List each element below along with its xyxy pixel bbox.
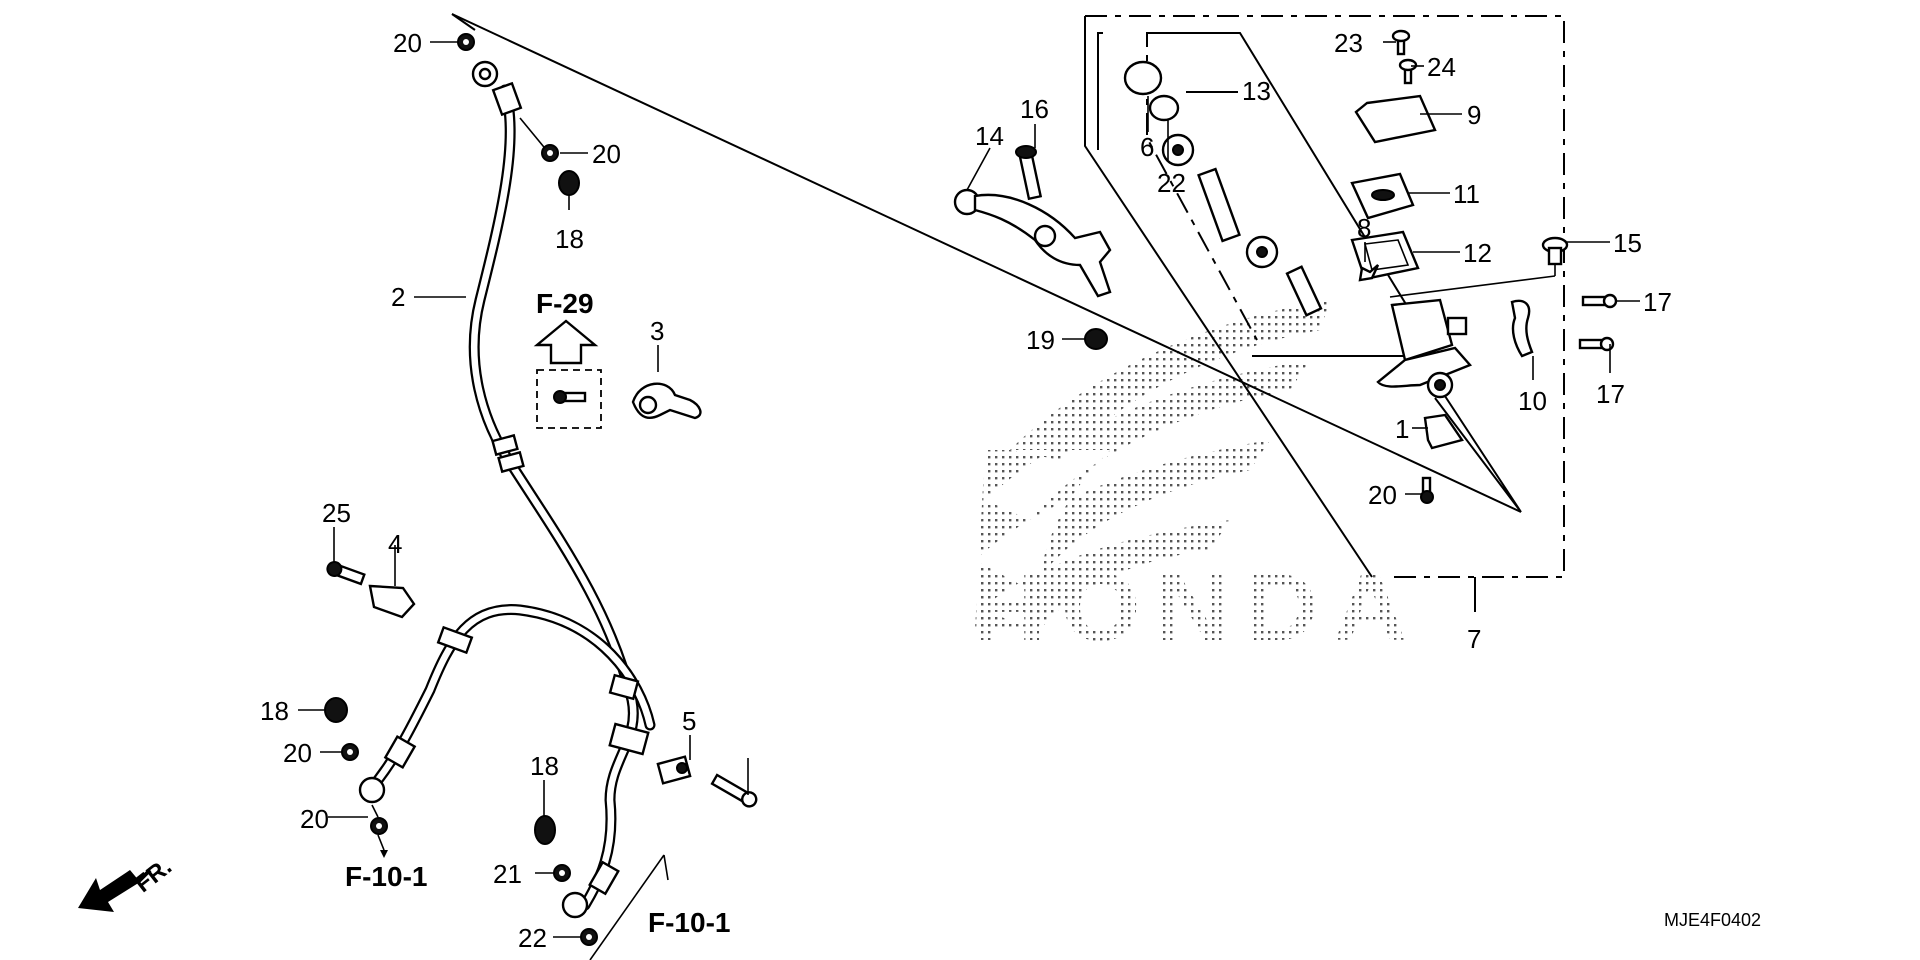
- washer-leaders: [371, 117, 669, 960]
- callout-20[interactable]: 20: [283, 738, 312, 768]
- callout-2[interactable]: 2: [391, 282, 405, 312]
- pivot-bolt-icon: [1015, 145, 1043, 201]
- float-plate-icon: [1358, 264, 1380, 282]
- pivot-nut-icon: [1084, 328, 1108, 350]
- callout-9[interactable]: 9: [1467, 100, 1481, 130]
- screw-icon: [1391, 29, 1418, 85]
- reference-f-10-1-left[interactable]: F-10-1: [345, 861, 427, 892]
- joint-bolt-icon: [710, 773, 758, 808]
- callout-20[interactable]: 20: [300, 804, 329, 834]
- callout-20[interactable]: 20: [592, 139, 621, 169]
- callout-20[interactable]: 21: [493, 859, 522, 889]
- callout-15[interactable]: 15: [1613, 228, 1642, 258]
- callout-21[interactable]: 22: [1157, 168, 1186, 198]
- piston-set-icon: [1123, 60, 1323, 317]
- oil-bolt-icon: [558, 170, 580, 196]
- callout-16[interactable]: 16: [1020, 94, 1049, 124]
- arrow-up-icon: [533, 319, 599, 365]
- front-direction-label: FR.: [130, 853, 177, 898]
- reference-f-29[interactable]: F-29: [536, 288, 594, 319]
- callout-14[interactable]: 14: [975, 121, 1004, 151]
- hose-joint-icon: [656, 755, 692, 785]
- callout-3[interactable]: 3: [650, 316, 664, 346]
- callout-18[interactable]: 18: [530, 751, 559, 781]
- drawing-code: MJE4F0402: [1664, 910, 1761, 930]
- callout-1[interactable]: 1: [1395, 414, 1409, 444]
- oil-bolt-icon: [534, 815, 556, 845]
- callout-23[interactable]: 20: [1368, 480, 1397, 510]
- bolt-icon: [553, 390, 587, 404]
- callout-5[interactable]: 5: [682, 706, 696, 736]
- hose-clamp-icon: [631, 382, 702, 420]
- assembly-7-outline: [1084, 15, 1565, 612]
- bracket-icon: [1423, 413, 1464, 450]
- callout-22[interactable]: 23: [1334, 28, 1363, 58]
- callout-20[interactable]: 22: [518, 923, 547, 953]
- guide-bolt-icon: [326, 561, 366, 586]
- master-cylinder-icon: [1376, 298, 1473, 399]
- leader-lines: [451, 13, 1522, 513]
- callout-10[interactable]: 10: [1518, 386, 1547, 416]
- honda-watermark-text: HONDA: [972, 554, 1422, 661]
- callout-18[interactable]: 18: [260, 696, 289, 726]
- oil-bolt-icon: [324, 697, 348, 723]
- callout-4[interactable]: 4: [388, 529, 402, 559]
- holder-bolt-icon: [1578, 293, 1618, 352]
- callout-6[interactable]: 6: [1140, 132, 1154, 162]
- callout-19[interactable]: 19: [1026, 325, 1055, 355]
- callout-8[interactable]: 8: [1357, 213, 1371, 243]
- callout-11[interactable]: 11: [1453, 179, 1480, 209]
- front-direction-arrow-icon: [78, 868, 152, 912]
- callout-24[interactable]: 25: [322, 498, 351, 528]
- reservoir-cap-icon: [1354, 94, 1437, 144]
- hose-guide-icon: [368, 584, 416, 619]
- callout-18[interactable]: 18: [555, 224, 584, 254]
- callout-20[interactable]: 20: [393, 28, 422, 58]
- holder-icon: [1510, 299, 1534, 358]
- callout-13[interactable]: 13: [1242, 76, 1271, 106]
- callout-22[interactable]: 24: [1427, 52, 1456, 82]
- callout-17[interactable]: 17: [1596, 379, 1625, 409]
- upper-brake-hose: [358, 60, 656, 919]
- callout-labels: 20 20 18 2 F-29 3 25 4 18 20 20 F-10-1 1…: [130, 28, 1761, 953]
- small-parts: [78, 29, 1618, 946]
- brake-lever-icon: [953, 188, 1112, 298]
- reference-f-10-1-right[interactable]: F-10-1: [648, 907, 730, 938]
- screw-icon: [1420, 476, 1434, 504]
- callout-7[interactable]: 7: [1467, 624, 1481, 654]
- callout-leaders: [298, 41, 1640, 938]
- callout-17[interactable]: 17: [1643, 287, 1672, 317]
- callout-12[interactable]: 12: [1463, 238, 1492, 268]
